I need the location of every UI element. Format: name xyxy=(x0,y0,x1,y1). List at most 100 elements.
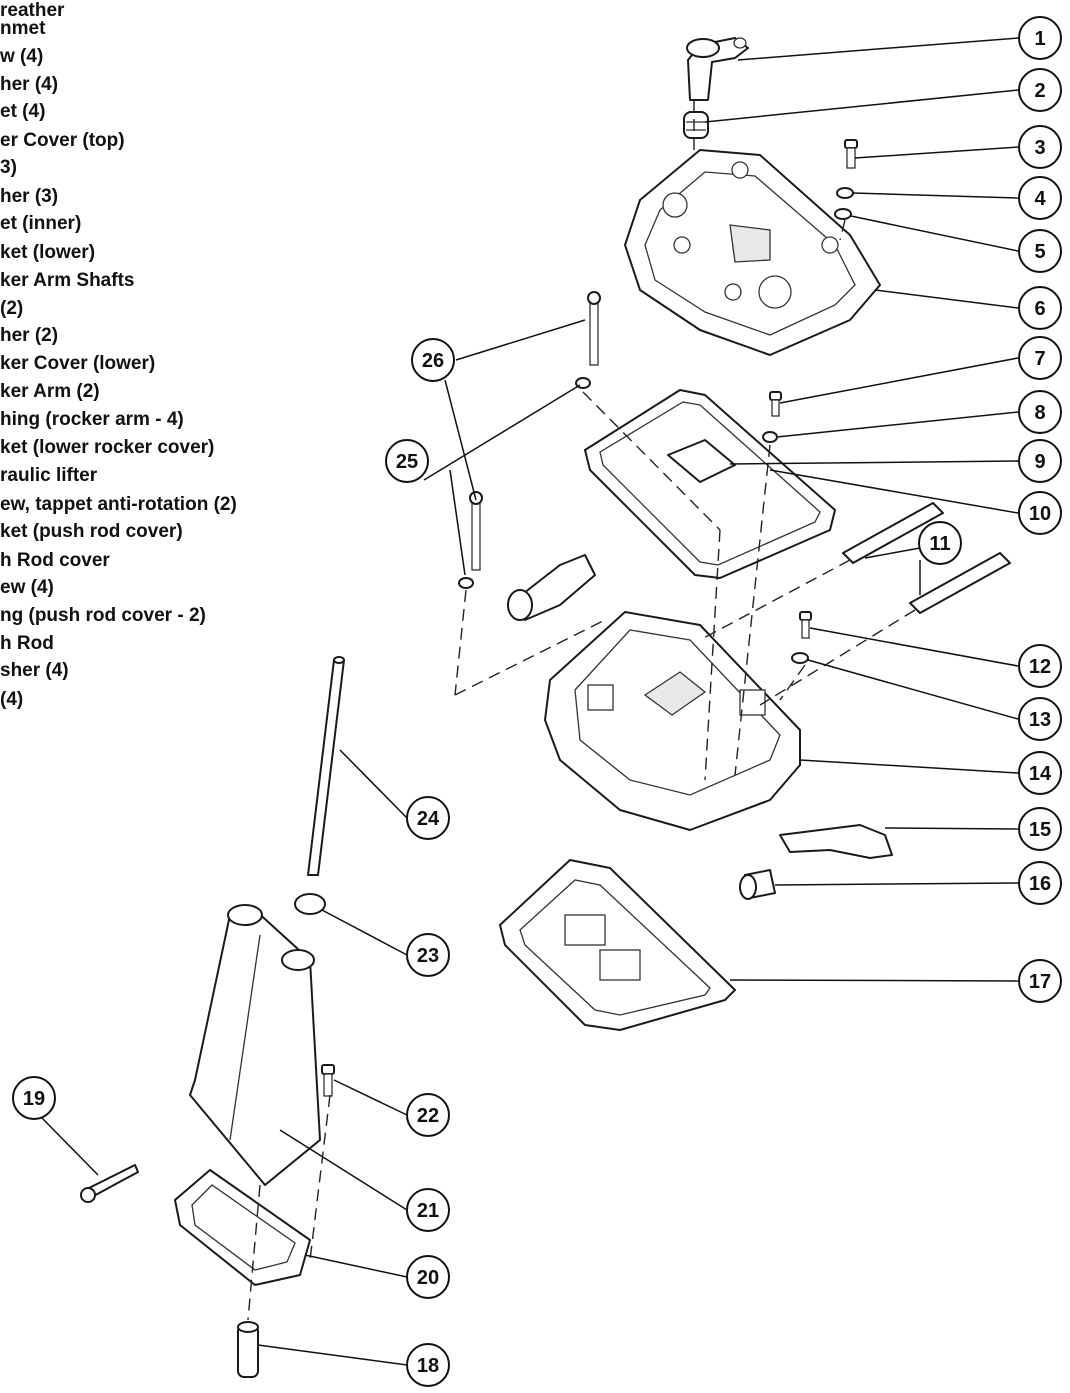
breather-part xyxy=(686,37,749,101)
legend-item: (4) xyxy=(0,689,24,710)
svg-text:4: 4 xyxy=(1034,188,1046,210)
callout-7: 7 xyxy=(1018,336,1062,380)
screw-7-part xyxy=(769,391,782,417)
callout-1: 1 xyxy=(1018,16,1062,60)
svg-text:6: 6 xyxy=(1034,298,1045,320)
screw-22-part xyxy=(321,1064,335,1097)
svg-text:5: 5 xyxy=(1034,241,1045,263)
svg-text:16: 16 xyxy=(1029,873,1051,895)
screw-26-part xyxy=(469,291,601,571)
lower-gasket-part xyxy=(499,859,736,1031)
top-rocker-cover-part xyxy=(624,149,881,356)
callout-14: 14 xyxy=(1018,751,1062,795)
legend-item: hing (rocker arm - 4) xyxy=(0,409,184,430)
push-rod-cover-gasket-part xyxy=(174,1169,311,1286)
legend-item: ker Cover (lower) xyxy=(0,353,156,374)
svg-text:13: 13 xyxy=(1029,709,1051,731)
callout-9: 9 xyxy=(1018,439,1062,483)
svg-text:15: 15 xyxy=(1029,819,1051,841)
legend-item: ket (lower rocker cover) xyxy=(0,437,215,458)
legend-item: et (inner) xyxy=(0,213,82,234)
svg-text:18: 18 xyxy=(417,1355,439,1377)
svg-text:17: 17 xyxy=(1029,971,1051,993)
callout-11: 11 xyxy=(918,521,962,565)
gasket-5-part xyxy=(834,208,852,220)
callout-5: 5 xyxy=(1018,229,1062,273)
svg-text:25: 25 xyxy=(396,451,418,473)
legend-item: ker Arm (2) xyxy=(0,381,100,402)
legend-item: ket (push rod cover) xyxy=(0,521,183,542)
screw-3-part xyxy=(844,139,858,169)
callout-markers: 1234567891011121314151617181920212223242… xyxy=(12,16,1062,1387)
callout-16: 16 xyxy=(1018,861,1062,905)
svg-text:26: 26 xyxy=(422,350,444,372)
washer-8-part xyxy=(762,431,778,443)
callout-2: 2 xyxy=(1018,68,1062,112)
legend-item: ket (lower) xyxy=(0,242,96,263)
legend-item: ker Arm Shafts xyxy=(0,270,135,291)
svg-text:9: 9 xyxy=(1034,451,1045,473)
legend-item: h Rod cover xyxy=(0,550,110,571)
push-rod-part xyxy=(307,656,345,876)
callout-8: 8 xyxy=(1018,390,1062,434)
grommet-part xyxy=(683,111,709,139)
leader-lines xyxy=(41,37,1019,1366)
callout-23: 23 xyxy=(406,933,450,977)
callout-10: 10 xyxy=(1018,491,1062,535)
legend-item: ew, tappet anti-rotation (2) xyxy=(0,494,237,515)
callout-12: 12 xyxy=(1018,644,1062,688)
legend-item: reather xyxy=(0,0,65,21)
callout-26: 26 xyxy=(411,338,455,382)
svg-text:21: 21 xyxy=(417,1200,439,1222)
shafts-part xyxy=(842,502,1011,614)
callout-21: 21 xyxy=(406,1188,450,1232)
callout-6: 6 xyxy=(1018,286,1062,330)
legend-item: her (3) xyxy=(0,186,59,207)
legend-item: sher (4) xyxy=(0,660,69,681)
callout-22: 22 xyxy=(406,1093,450,1137)
svg-text:19: 19 xyxy=(23,1088,45,1110)
legend-item: nmet xyxy=(0,18,46,39)
legend-item: ng (push rod cover - 2) xyxy=(0,605,206,626)
washer-4-part xyxy=(836,187,854,199)
assembly-lines xyxy=(247,100,916,1321)
callout-20: 20 xyxy=(406,1255,450,1299)
callout-13: 13 xyxy=(1018,697,1062,741)
callout-19: 19 xyxy=(12,1076,56,1120)
bushing-part xyxy=(739,869,776,900)
callout-18: 18 xyxy=(406,1343,450,1387)
lower-rocker-cover-part xyxy=(544,611,801,831)
push-rod-cover-part xyxy=(189,904,321,1186)
svg-text:23: 23 xyxy=(417,945,439,967)
legend-item: (2) xyxy=(0,298,24,319)
callout-24: 24 xyxy=(406,796,450,840)
legend-item: 3) xyxy=(0,157,17,178)
legend-item: w (4) xyxy=(0,46,44,67)
callout-15: 15 xyxy=(1018,807,1062,851)
hydraulic-lifter-part xyxy=(237,1321,259,1378)
svg-text:1: 1 xyxy=(1034,28,1045,50)
legend-item: her (4) xyxy=(0,74,59,95)
svg-text:14: 14 xyxy=(1029,763,1052,785)
svg-text:2: 2 xyxy=(1034,80,1045,102)
svg-text:3: 3 xyxy=(1034,137,1045,159)
svg-text:7: 7 xyxy=(1034,348,1045,370)
callout-25: 25 xyxy=(385,439,429,483)
svg-text:22: 22 xyxy=(417,1105,439,1127)
legend-item: et (4) xyxy=(0,101,46,122)
callout-3: 3 xyxy=(1018,125,1062,169)
callout-17: 17 xyxy=(1018,959,1062,1003)
callout-4: 4 xyxy=(1018,176,1062,220)
washer-25b-part xyxy=(458,577,474,589)
washer-13-part xyxy=(791,652,809,664)
svg-text:8: 8 xyxy=(1034,402,1045,424)
svg-text:20: 20 xyxy=(417,1267,439,1289)
legend-item: raulic lifter xyxy=(0,465,98,486)
legend-item: her (2) xyxy=(0,325,59,346)
screw-19-part xyxy=(80,1164,139,1203)
screw-12-part xyxy=(799,611,812,639)
svg-text:10: 10 xyxy=(1029,503,1051,525)
rocker-arm-part xyxy=(507,554,893,859)
legend-item: ew (4) xyxy=(0,577,54,598)
